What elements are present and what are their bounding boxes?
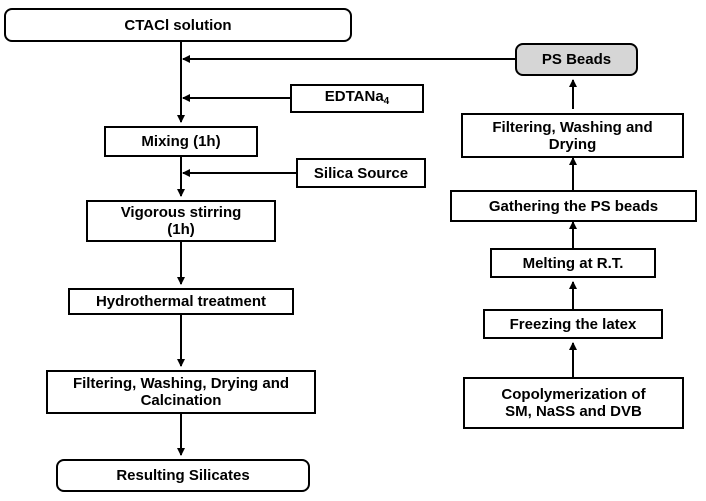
- edta-label: EDTANa4: [325, 88, 389, 110]
- edta-box: EDTANa4: [290, 84, 424, 113]
- silica-source-box: Silica Source: [296, 158, 426, 188]
- edta-subscript-text: 4: [383, 95, 390, 107]
- ctacl-solution-box: CTACl solution: [4, 8, 352, 42]
- vigorous-stirring-line2: (1h): [167, 221, 195, 238]
- vigorous-stirring-box: Vigorous stirring (1h): [86, 200, 276, 242]
- resulting-silicates-box: Resulting Silicates: [56, 459, 310, 492]
- filtering-calcination-line1: Filtering, Washing, Drying and: [72, 375, 290, 392]
- gathering-ps-beads-box: Gathering the PS beads: [450, 190, 697, 222]
- silica-source-label: Silica Source: [313, 164, 409, 182]
- edta-base-text: EDTANa: [324, 87, 384, 105]
- resulting-silicates-label: Resulting Silicates: [116, 467, 250, 484]
- copolymerization-box: Copolymerization of SM, NaSS and DVB: [463, 377, 684, 429]
- freezing-latex-box: Freezing the latex: [483, 309, 663, 339]
- filtering-calcination-box: Filtering, Washing, Drying and Calcinati…: [46, 370, 316, 414]
- filtering-drying-line2: Drying: [548, 135, 597, 153]
- mixing-box: Mixing (1h): [104, 126, 258, 157]
- filtering-calcination-line2: Calcination: [140, 392, 222, 409]
- ps-beads-label: PS Beads: [541, 51, 612, 68]
- filtering-drying-box: Filtering, Washing and Drying: [461, 113, 684, 158]
- melting-box: Melting at R.T.: [490, 248, 656, 278]
- copolymerization-line1: Copolymerization of: [501, 386, 646, 403]
- filtering-drying-line1: Filtering, Washing and: [492, 118, 653, 136]
- ctacl-solution-label: CTACl solution: [124, 16, 232, 34]
- vigorous-stirring-line1: Vigorous stirring: [120, 204, 242, 221]
- melting-label: Melting at R.T.: [522, 254, 624, 272]
- copolymerization-line2: SM, NaSS and DVB: [505, 403, 642, 420]
- gathering-ps-beads-label: Gathering the PS beads: [488, 197, 659, 215]
- hydrothermal-treatment-box: Hydrothermal treatment: [68, 288, 294, 315]
- freezing-latex-label: Freezing the latex: [509, 315, 637, 333]
- ps-beads-box: PS Beads: [515, 43, 638, 76]
- mixing-label: Mixing (1h): [141, 133, 221, 150]
- hydrothermal-treatment-label: Hydrothermal treatment: [95, 293, 267, 310]
